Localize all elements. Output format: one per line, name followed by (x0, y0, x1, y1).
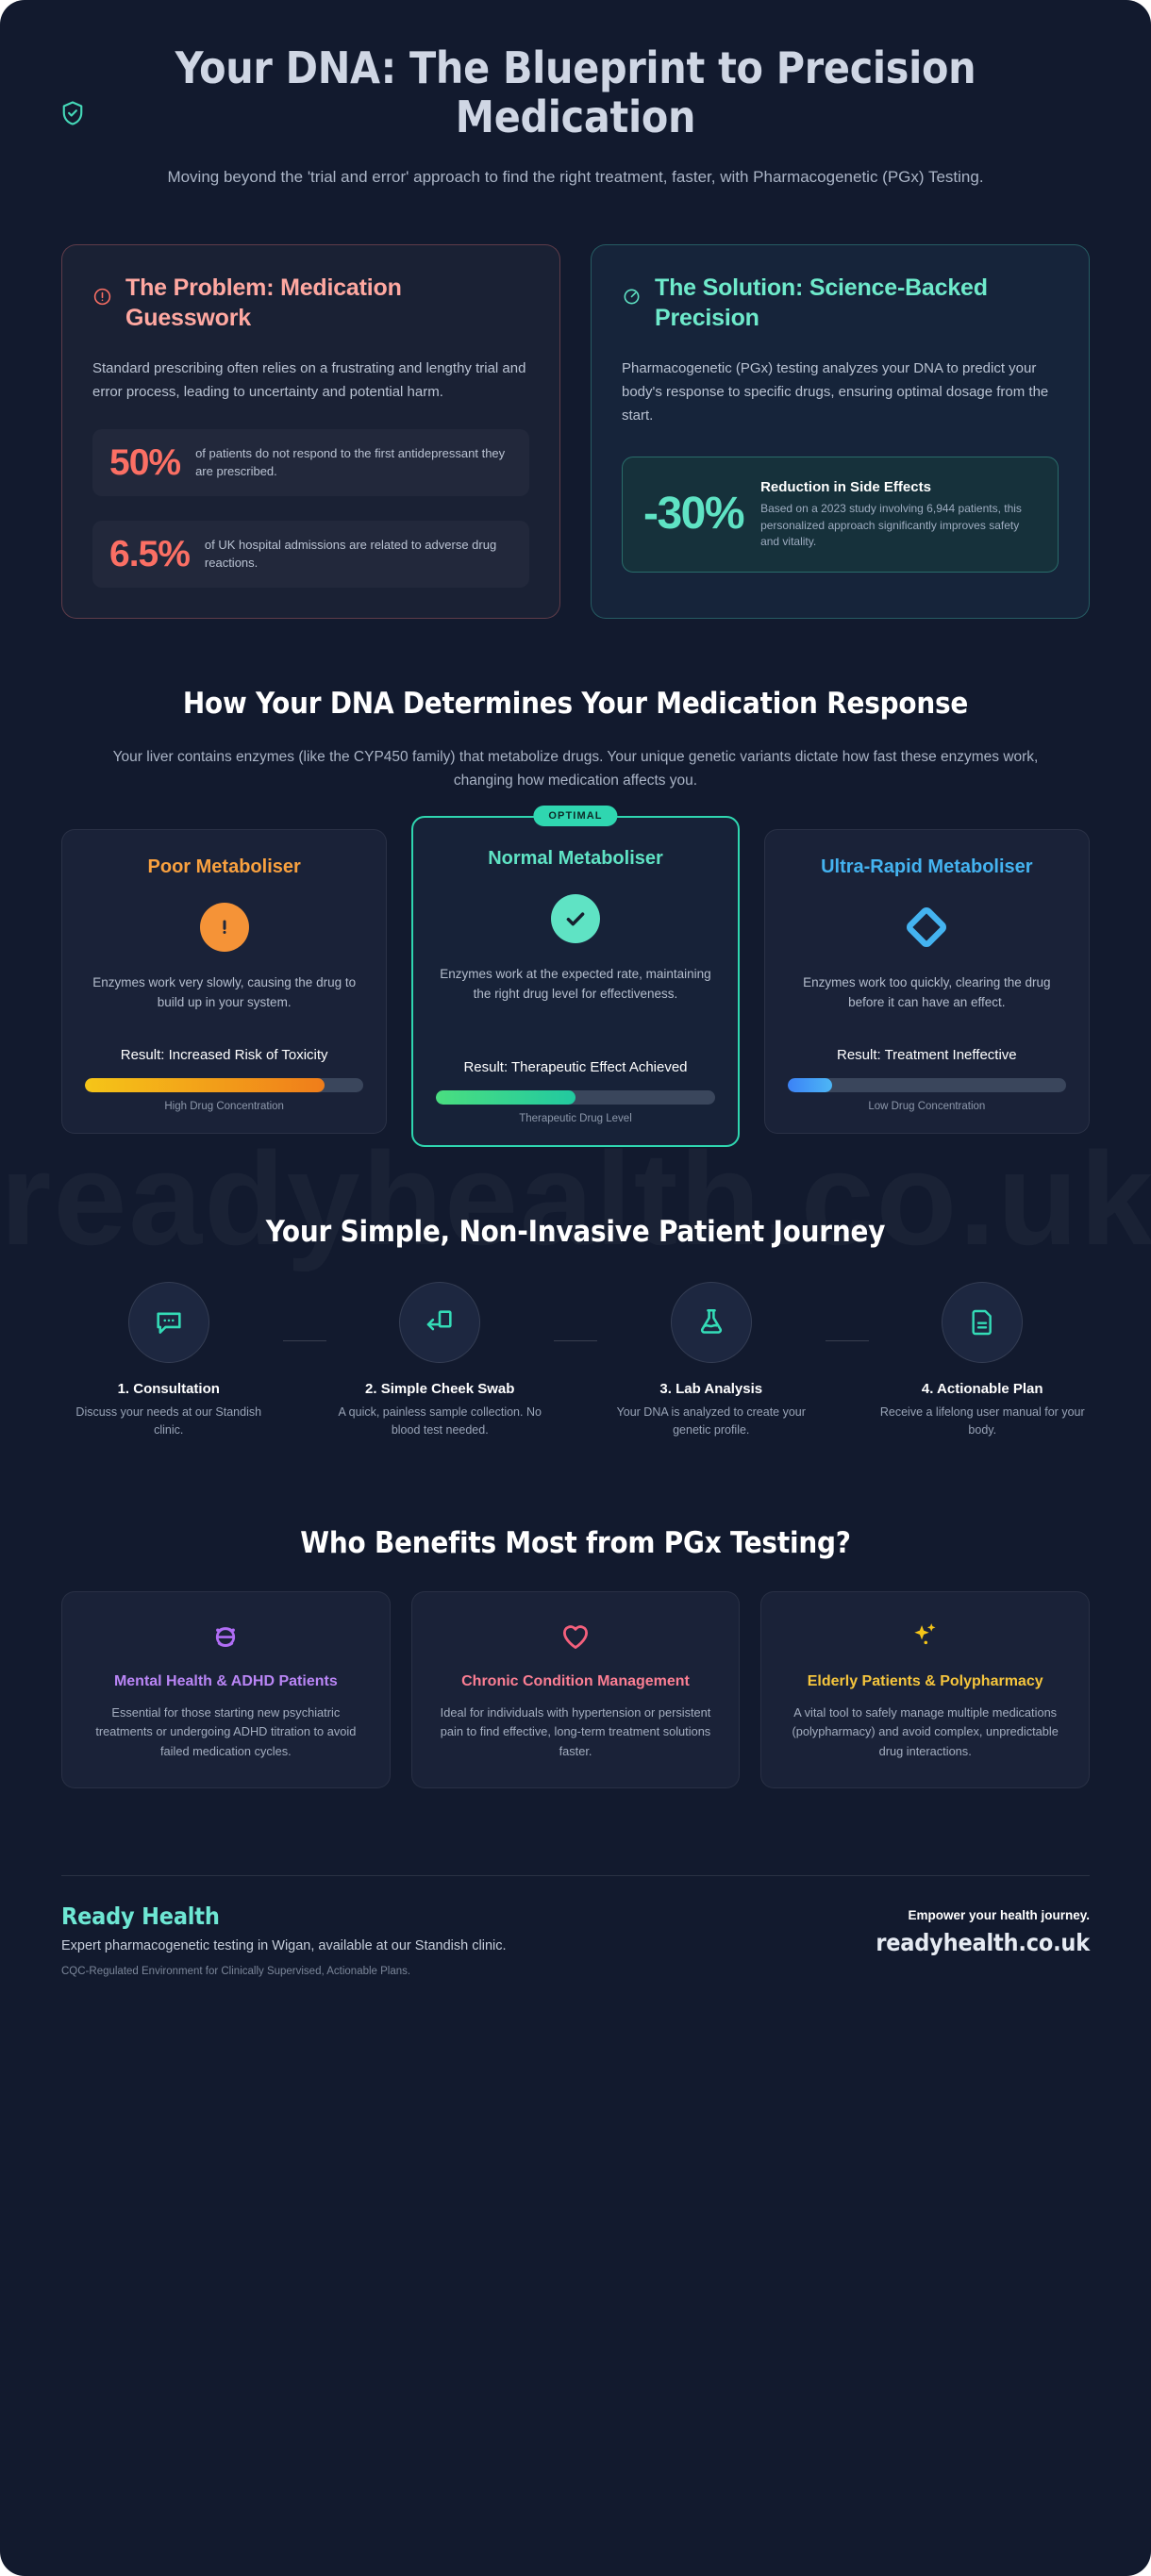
metaboliser-ultra-bar-label: Low Drug Concentration (868, 1100, 986, 1112)
metaboliser-normal-bar-fill (436, 1089, 576, 1105)
journey-step-1-title: 1. Consultation (117, 1380, 220, 1397)
problem-stat-2-text: of UK hospital admissions are related to… (204, 537, 497, 570)
metaboliser-poor-result: Result: Increased Risk of Toxicity (120, 1046, 328, 1063)
benefits-cards-row: Mental Health & ADHD Patients Essential … (0, 1561, 1151, 1788)
alert-circle-icon (92, 287, 113, 311)
footer-brand: Ready Health (61, 1902, 220, 1930)
footer-divider (61, 1874, 1090, 1876)
journey-connector (825, 1339, 869, 1341)
journey-section: Your Simple, Non-Invasive Patient Journe… (0, 1134, 1151, 1250)
sparkles-icon (782, 1617, 1068, 1656)
journey-step-3-title: 3. Lab Analysis (659, 1380, 763, 1397)
footer-cta: Empower your health journey. (908, 1907, 1090, 1922)
benefit-1-title: Mental Health & ADHD Patients (113, 1673, 338, 1689)
journey-step-2: 2. Simple Cheek Swab A quick, painless s… (326, 1281, 555, 1439)
diamond-outline-icon (903, 900, 950, 955)
solution-stat-title: Reduction in Side Effects (760, 478, 931, 495)
journey-step-2-title: 2. Simple Cheek Swab (365, 1380, 515, 1397)
target-circle-icon (622, 287, 642, 311)
solution-stat-value: -30% (643, 489, 745, 540)
solution-header: The Solution: Science-Backed Precision (622, 274, 1059, 333)
journey-connector (554, 1339, 597, 1341)
metaboliser-poor-bar-label: High Drug Concentration (164, 1100, 284, 1112)
check-circle-icon (550, 891, 600, 946)
metaboliser-normal-bar (436, 1089, 715, 1105)
flask-icon (670, 1281, 752, 1363)
problem-solution-row: The Problem: Medication Guesswork Standa… (0, 190, 1151, 619)
metaboliser-cards-row: Poor Metaboliser Enzymes work very slowl… (0, 793, 1151, 1147)
benefit-2-desc: Ideal for individuals with hypertension … (440, 1705, 711, 1758)
footer-note: CQC-Regulated Environment for Clinically… (61, 1965, 411, 1977)
optimal-badge: OPTIMAL (533, 805, 618, 826)
metabolism-section: How Your DNA Determines Your Medication … (0, 619, 1151, 793)
journey-step-4: 4. Actionable Plan Receive a lifelong us… (869, 1281, 1097, 1439)
metaboliser-poor-desc: Enzymes work very slowly, causing the dr… (92, 974, 357, 1009)
benefits-section: Who Benefits Most from PGx Testing? (0, 1439, 1151, 1561)
footer-section: Ready Health Expert pharmacogenetic test… (0, 1788, 1151, 1977)
metaboliser-card-poor: Poor Metaboliser Enzymes work very slowl… (61, 828, 388, 1134)
metaboliser-ultra-bar (787, 1077, 1066, 1092)
benefit-3-title: Elderly Patients & Polypharmacy (807, 1673, 1043, 1689)
chat-bubble-icon (127, 1281, 209, 1363)
problem-panel: The Problem: Medication Guesswork Standa… (61, 244, 560, 619)
benefit-card-mental-health: Mental Health & ADHD Patients Essential … (61, 1591, 391, 1788)
benefit-3-desc: A vital tool to safely manage multiple m… (792, 1705, 1059, 1758)
problem-stat-2-value: 6.5% (109, 534, 191, 574)
journey-step-4-title: 4. Actionable Plan (921, 1380, 1043, 1397)
metaboliser-normal-result: Result: Therapeutic Effect Achieved (463, 1058, 688, 1075)
solution-stat: -30% Reduction in Side Effects Based on … (622, 456, 1059, 573)
journey-step-1-desc: Discuss your needs at our Standish clini… (75, 1405, 262, 1438)
hero-section: Your DNA: The Blueprint to Precision Med… (0, 0, 1151, 190)
metabolism-heading: How Your DNA Determines Your Medication … (182, 687, 969, 721)
brain-circle-icon (83, 1617, 369, 1656)
shield-check-icon (58, 99, 87, 127)
solution-stat-detail: Based on a 2023 study involving 6,944 pa… (760, 502, 1022, 549)
metaboliser-poor-title: Poor Metaboliser (147, 856, 301, 877)
benefit-card-chronic: Chronic Condition Management Ideal for i… (410, 1591, 741, 1788)
footer-url[interactable]: readyhealth.co.uk (876, 1928, 1090, 1956)
journey-step-4-desc: Receive a lifelong user manual for your … (879, 1405, 1085, 1438)
problem-title: The Problem: Medication Guesswork (125, 274, 402, 331)
metaboliser-ultra-desc: Enzymes work too quickly, clearing the d… (803, 974, 1051, 1009)
problem-stat-1-text: of patients do not respond to the first … (195, 445, 506, 478)
heart-icon (433, 1617, 719, 1656)
journey-step-2-desc: A quick, painless sample collection. No … (338, 1405, 542, 1438)
page-subtitle: Moving beyond the 'trial and error' appr… (167, 167, 984, 186)
problem-body: Standard prescribing often relies on a f… (92, 360, 526, 401)
exclamation-circle-icon (199, 900, 249, 955)
problem-stat-1-value: 50% (109, 442, 181, 483)
page-title: Your DNA: The Blueprint to Precision Med… (175, 42, 976, 143)
benefits-heading: Who Benefits Most from PGx Testing? (300, 1525, 851, 1560)
journey-step-3: 3. Lab Analysis Your DNA is analyzed to … (597, 1281, 826, 1439)
metaboliser-ultra-bar-fill (787, 1077, 832, 1092)
document-icon (942, 1281, 1024, 1363)
solution-panel: The Solution: Science-Backed Precision P… (591, 244, 1090, 619)
solution-title: The Solution: Science-Backed Precision (655, 274, 988, 331)
journey-step-3-desc: Your DNA is analyzed to create your gene… (616, 1405, 806, 1438)
footer-tagline: Expert pharmacogenetic testing in Wigan,… (61, 1937, 507, 1953)
problem-stat-2: 6.5% of UK hospital admissions are relat… (92, 521, 529, 588)
metaboliser-ultra-title: Ultra-Rapid Metaboliser (821, 856, 1033, 877)
metaboliser-poor-bar-fill (85, 1077, 325, 1092)
journey-heading: Your Simple, Non-Invasive Patient Journe… (265, 1214, 886, 1249)
metaboliser-normal-title: Normal Metaboliser (488, 847, 663, 869)
benefit-1-desc: Essential for those starting new psychia… (95, 1705, 357, 1758)
metaboliser-normal-bar-label: Therapeutic Drug Level (519, 1112, 632, 1124)
journey-connector (282, 1339, 326, 1341)
journey-steps-row: 1. Consultation Discuss your needs at ou… (0, 1250, 1151, 1439)
solution-body: Pharmacogenetic (PGx) testing analyzes y… (622, 360, 1049, 424)
problem-header: The Problem: Medication Guesswork (92, 274, 529, 333)
metaboliser-poor-bar (85, 1077, 364, 1092)
benefit-card-elderly: Elderly Patients & Polypharmacy A vital … (760, 1591, 1091, 1788)
metaboliser-normal-desc: Enzymes work at the expected rate, maint… (440, 966, 711, 1001)
metaboliser-card-ultra: Ultra-Rapid Metaboliser Enzymes work too… (763, 828, 1090, 1134)
benefit-2-title: Chronic Condition Management (461, 1673, 690, 1689)
metaboliser-card-normal: OPTIMAL Normal Metaboliser Enzymes work … (411, 805, 740, 1147)
journey-step-1: 1. Consultation Discuss your needs at ou… (55, 1281, 283, 1439)
problem-stat-1: 50% of patients do not respond to the fi… (92, 429, 529, 496)
swab-sample-icon (399, 1281, 481, 1363)
metabolism-subheading: Your liver contains enzymes (like the CY… (112, 749, 1039, 789)
metaboliser-ultra-result: Result: Treatment Ineffective (836, 1046, 1017, 1063)
